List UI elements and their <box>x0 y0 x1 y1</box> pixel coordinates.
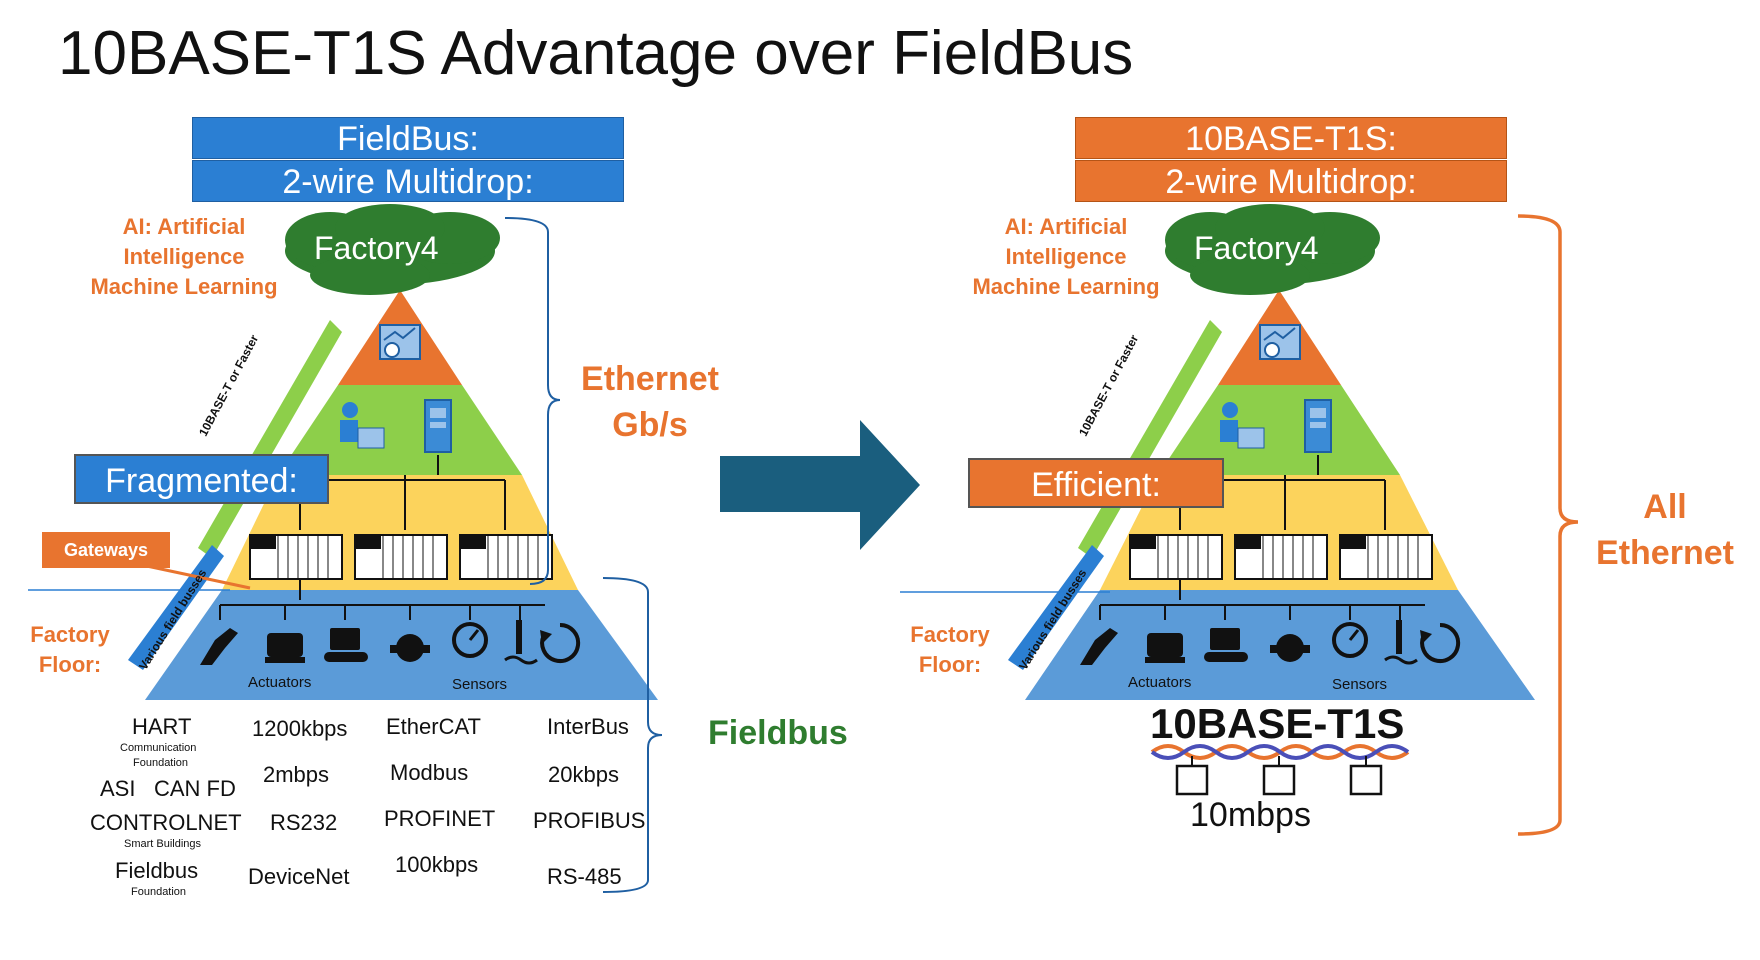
transition-arrow <box>720 420 920 550</box>
proto-ethercat: EtherCAT <box>386 714 481 739</box>
proto-rs232: RS232 <box>270 810 338 835</box>
proto-devicenet: DeviceNet <box>248 864 350 889</box>
motor-icon <box>1147 633 1183 657</box>
sensors-label-left: Sensors <box>452 676 508 693</box>
all-ethernet-bracket <box>1517 214 1579 836</box>
factory4-cloud-right <box>1165 204 1380 295</box>
t1s-banner: 10BASE-T1S: <box>1075 117 1507 159</box>
motor-icon <box>267 633 303 657</box>
device-icons <box>200 620 581 665</box>
factory-floor-line-1: Factory <box>910 622 990 647</box>
right-pyramid <box>900 290 1535 700</box>
conveyor-icon <box>330 628 360 650</box>
operator-icon <box>340 402 385 449</box>
operator-icon <box>1220 402 1265 449</box>
ai-line-2: Intelligence <box>123 244 245 269</box>
ai-line-2: Intelligence <box>1005 244 1127 269</box>
fieldbus-green-label: Fieldbus <box>708 714 848 752</box>
proto-100kbps: 100kbps <box>395 852 479 877</box>
pyramid-green-tier <box>278 385 522 475</box>
proto-fieldbus-sub: Foundation <box>131 886 187 898</box>
factory4-cloud-left <box>285 204 500 295</box>
cycle-icon <box>540 622 581 663</box>
proto-fieldbus: Fieldbus <box>115 858 199 883</box>
all-ethernet-line-1: All <box>1643 488 1687 526</box>
fragmented-callout: Fragmented: <box>74 454 329 504</box>
node-box <box>1175 764 1209 796</box>
t1s-label: 10BASE-T1S <box>1150 700 1405 747</box>
proto-rs485: RS-485 <box>547 864 622 889</box>
sensors-label-right: Sensors <box>1332 676 1388 693</box>
proto-modbus: Modbus <box>390 760 469 785</box>
gateways-label: Gateways <box>42 532 170 568</box>
ethernet-bracket <box>504 217 561 585</box>
diag-blue-band <box>1008 545 1104 670</box>
plc-module-1 <box>1129 534 1223 580</box>
actuators-label-right: Actuators <box>1128 674 1192 691</box>
proto-1200kbps: 1200kbps <box>252 716 348 741</box>
server-icon <box>424 399 452 453</box>
device-icons <box>1080 620 1461 665</box>
node-box <box>1262 764 1296 796</box>
plc-module-2 <box>354 534 448 580</box>
plc-module-3 <box>459 534 553 580</box>
ai-label-right: AI: Artificial Intelligence Machine Lear… <box>960 212 1172 302</box>
twisted-pair-wire <box>1150 744 1410 796</box>
speed-label: 10mbps <box>1190 796 1311 834</box>
ai-line-3: Machine Learning <box>90 274 278 299</box>
proto-profinet: PROFINET <box>384 806 496 831</box>
proto-hart-sub1: Communication <box>120 742 197 754</box>
server-icon <box>1304 399 1332 453</box>
factory4-label-left: Factory4 <box>314 230 439 266</box>
proto-hart: HART <box>132 714 192 739</box>
ai-label-left: AI: Artificial Intelligence Machine Lear… <box>78 212 290 302</box>
fieldbus-bracket <box>602 577 663 893</box>
proto-controlnet: CONTROLNET <box>90 810 242 835</box>
factory-floor-right: Factory Floor: <box>900 620 1000 680</box>
fieldbus-banner: FieldBus: <box>192 117 624 159</box>
robot-arm-icon <box>200 628 238 665</box>
robot-arm-icon <box>1080 628 1118 665</box>
proto-profibus: PROFIBUS <box>533 808 646 833</box>
thermometer-icon <box>516 620 522 654</box>
all-ethernet-label: All Ethernet <box>1580 484 1750 576</box>
cycle-icon <box>1420 622 1461 663</box>
factory4-label-right: Factory4 <box>1194 230 1319 266</box>
proto-hart-sub2: Foundation <box>133 757 189 769</box>
pyramid-green-tier <box>1158 385 1400 475</box>
proto-2mbps: 2mbps <box>263 762 330 787</box>
multidrop-banner-right: 2-wire Multidrop: <box>1075 160 1507 202</box>
actuators-label-left: Actuators <box>248 674 312 691</box>
node-box <box>1349 764 1383 796</box>
factory-floor-line-1: Factory <box>30 622 110 647</box>
proto-controlnet-sub: Smart Buildings <box>124 838 202 850</box>
ai-line-1: AI: Artificial <box>1004 214 1128 239</box>
factory-floor-left: Factory Floor: <box>20 620 120 680</box>
page-title: 10BASE-T1S Advantage over FieldBus <box>58 19 1134 88</box>
ethernet-line-1: Ethernet <box>581 360 719 398</box>
factory-floor-line-2: Floor: <box>918 652 982 677</box>
gauge-icon <box>452 622 488 658</box>
factory-floor-line-2: Floor: <box>38 652 102 677</box>
ethernet-gbps-label: Ethernet Gb/s <box>570 356 730 448</box>
proto-interbus: InterBus <box>547 714 629 739</box>
gauge-icon <box>1332 622 1368 658</box>
proto-canfd: CAN FD <box>154 776 236 801</box>
thermometer-icon <box>1396 620 1402 654</box>
proto-asi: ASI <box>100 776 136 801</box>
plc-module-3 <box>1339 534 1433 580</box>
plc-module-1 <box>249 534 343 580</box>
ethernet-line-2: Gb/s <box>612 406 688 444</box>
multidrop-banner-left: 2-wire Multidrop: <box>192 160 624 202</box>
efficient-callout: Efficient: <box>968 458 1224 508</box>
left-pyramid <box>28 290 658 700</box>
conveyor-icon <box>1210 628 1240 650</box>
ai-line-1: AI: Artificial <box>122 214 246 239</box>
plc-module-2 <box>1234 534 1328 580</box>
ai-line-3: Machine Learning <box>972 274 1160 299</box>
proto-20kbps: 20kbps <box>548 762 619 787</box>
all-ethernet-line-2: Ethernet <box>1596 534 1734 572</box>
